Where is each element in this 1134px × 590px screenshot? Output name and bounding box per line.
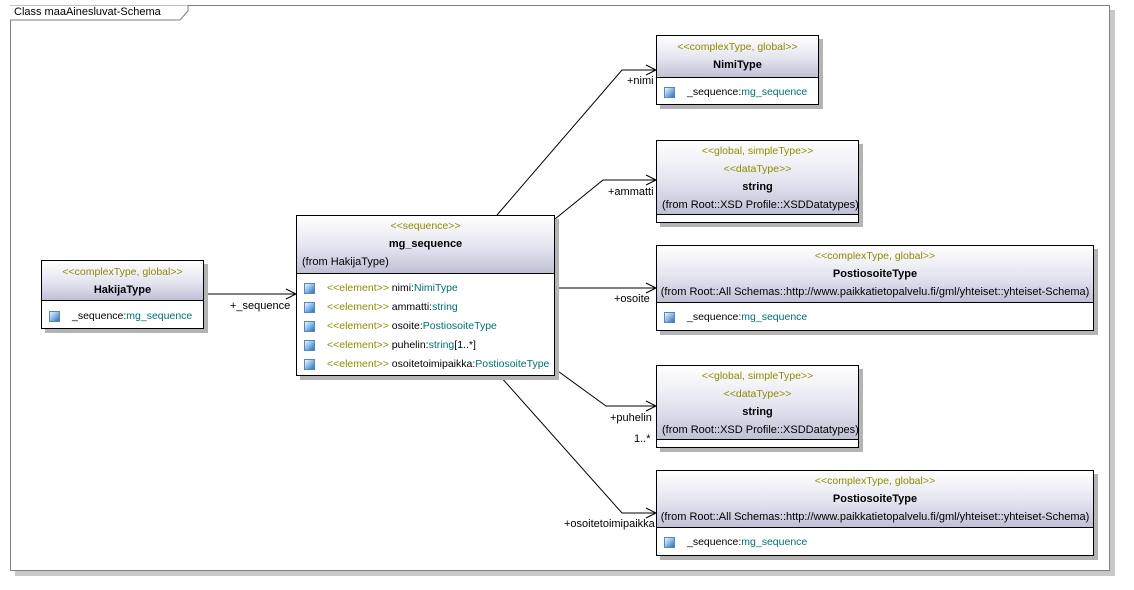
attribute-name: _sequence: bbox=[687, 86, 742, 98]
element-stereotype: <<element>> bbox=[327, 301, 389, 313]
class-hakijatype[interactable]: <<complexType, global>> HakijaType _sequ… bbox=[41, 260, 204, 329]
from-namespace: (from Root::XSD Profile::XSDDatatypes) bbox=[662, 424, 859, 436]
class-postiosoitetype-osoite[interactable]: <<complexType, global>> PostiosoiteType … bbox=[656, 245, 1094, 331]
class-postiosoitetype-osoitetoimipaikka[interactable]: <<complexType, global>> PostiosoiteType … bbox=[656, 470, 1094, 556]
element-row[interactable]: <<element>> nimi:NimiType bbox=[297, 279, 554, 298]
element-type: PostiosoiteType bbox=[422, 320, 497, 332]
element-name: osoite: bbox=[388, 320, 423, 332]
class-name: string bbox=[742, 181, 773, 193]
class-name: HakijaType bbox=[93, 284, 152, 296]
label-ammatti: +ammatti bbox=[608, 186, 654, 198]
stereotype: <<complexType, global>> bbox=[814, 250, 936, 262]
stereotype: <<global, simpleType>> bbox=[701, 145, 814, 157]
stereotype: <<sequence>> bbox=[390, 220, 461, 232]
element-name: ammatti: bbox=[388, 301, 433, 313]
element-icon bbox=[304, 302, 315, 313]
element-name: osoitetoimipaikka: bbox=[388, 358, 476, 370]
element-row[interactable]: <<element>> puhelin:string[1..*] bbox=[297, 336, 554, 355]
frame-title: Class maaAinesluvat-Schema bbox=[14, 6, 161, 18]
class-string-ammatti[interactable]: <<global, simpleType>> <<dataType>> stri… bbox=[656, 140, 859, 223]
attribute-row[interactable]: _sequence:mg_sequence bbox=[42, 307, 203, 326]
label-puhelin: +puhelin bbox=[610, 412, 652, 424]
element-icon bbox=[304, 340, 315, 351]
label-osoite: +osoite bbox=[614, 293, 650, 305]
element-icon bbox=[304, 359, 315, 370]
element-stereotype: <<element>> bbox=[327, 320, 389, 332]
element-stereotype: <<element>> bbox=[327, 282, 389, 294]
label-sequence: +_sequence bbox=[230, 300, 291, 312]
attribute-type: mg_sequence bbox=[126, 310, 193, 322]
label-puhelin-multiplicity: 1..* bbox=[634, 433, 651, 445]
attribute-icon bbox=[49, 311, 60, 322]
stereotype-datatype: <<dataType>> bbox=[723, 388, 792, 400]
connector-osoitetoimipaikka bbox=[499, 375, 656, 514]
attribute-icon bbox=[664, 87, 675, 98]
attribute-type: mg_sequence bbox=[741, 311, 808, 323]
attribute-name: _sequence: bbox=[687, 311, 742, 323]
connector-ammatti bbox=[554, 179, 656, 220]
attribute-row[interactable]: _sequence:mg_sequence bbox=[657, 308, 1093, 327]
stereotype: <<complexType, global>> bbox=[677, 41, 798, 53]
element-list: <<element>> nimi:NimiType<<element>> amm… bbox=[297, 274, 554, 374]
class-name: PostiosoiteType bbox=[832, 493, 918, 505]
element-row[interactable]: <<element>> osoite:PostiosoiteType bbox=[297, 317, 554, 336]
stereotype: <<complexType, global>> bbox=[62, 266, 183, 278]
element-type: PostiosoiteType bbox=[475, 358, 550, 370]
class-string-puhelin[interactable]: <<global, simpleType>> <<dataType>> stri… bbox=[656, 365, 859, 448]
from-namespace: (from Root::XSD Profile::XSDDatatypes) bbox=[662, 199, 859, 211]
element-icon bbox=[304, 283, 315, 294]
class-name: mg_sequence bbox=[388, 238, 463, 250]
class-name: PostiosoiteType bbox=[832, 268, 918, 280]
connector-puhelin bbox=[554, 368, 656, 407]
from-namespace: (from HakijaType) bbox=[302, 256, 389, 268]
attribute-type: mg_sequence bbox=[741, 536, 808, 548]
stereotype: <<complexType, global>> bbox=[814, 475, 936, 487]
class-nimitype[interactable]: <<complexType, global>> NimiType _sequen… bbox=[656, 35, 819, 105]
class-name: string bbox=[742, 406, 773, 418]
element-multiplicity: [1..*] bbox=[454, 339, 476, 351]
element-name: puhelin: bbox=[388, 339, 429, 351]
class-mg-sequence[interactable]: <<sequence>> mg_sequence (from HakijaTyp… bbox=[296, 215, 555, 376]
element-row[interactable]: <<element>> osoitetoimipaikka:Postiosoit… bbox=[297, 355, 554, 374]
from-namespace: (from Root::All Schemas::http://www.paik… bbox=[660, 286, 1090, 298]
element-type: string bbox=[432, 301, 458, 313]
element-stereotype: <<element>> bbox=[327, 339, 389, 351]
attribute-name: _sequence: bbox=[687, 536, 742, 548]
element-icon bbox=[304, 321, 315, 332]
label-nimi: +nimi bbox=[627, 75, 654, 87]
class-name: NimiType bbox=[713, 59, 762, 71]
element-type: string bbox=[428, 339, 455, 351]
attribute-icon bbox=[664, 312, 675, 323]
element-name: nimi: bbox=[388, 282, 414, 294]
label-osoitetoimipaikka: +osoitetoimipaikka bbox=[564, 518, 655, 530]
element-type: NimiType bbox=[413, 282, 458, 294]
stereotype: <<global, simpleType>> bbox=[701, 370, 814, 382]
element-row[interactable]: <<element>> ammatti:string bbox=[297, 298, 554, 317]
attribute-row[interactable]: _sequence:mg_sequence bbox=[657, 533, 1093, 552]
from-namespace: (from Root::All Schemas::http://www.paik… bbox=[660, 511, 1090, 523]
attribute-row[interactable]: _sequence:mg_sequence bbox=[657, 83, 818, 102]
element-stereotype: <<element>> bbox=[327, 358, 389, 370]
attribute-name: _sequence: bbox=[72, 310, 127, 322]
stereotype-datatype: <<dataType>> bbox=[723, 163, 792, 175]
attribute-icon bbox=[664, 537, 675, 548]
connector-nimi bbox=[496, 69, 656, 216]
attribute-type: mg_sequence bbox=[741, 86, 808, 98]
